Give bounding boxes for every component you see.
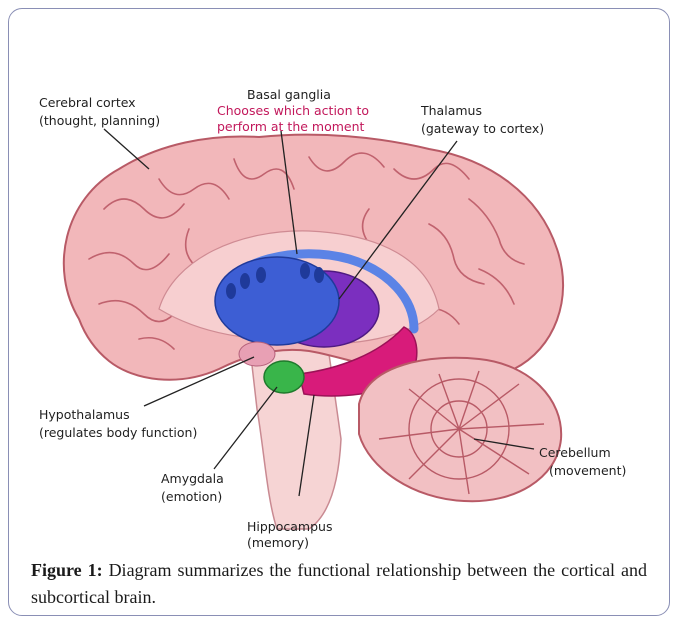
label-hypothalamus: Hypothalamus [39, 407, 130, 423]
figure-caption: Figure 1: Diagram summarizes the functio… [31, 557, 647, 611]
label-amygdala: Amygdala [161, 471, 224, 487]
label-basal-ganglia: Basal ganglia [247, 87, 331, 103]
label-hippocampus-desc: (memory) [247, 535, 309, 551]
label-hypothalamus-desc: (regulates body function) [39, 425, 197, 441]
label-amygdala-desc: (emotion) [161, 489, 222, 505]
label-basal-ganglia-desc-1: Chooses which action to [217, 103, 369, 119]
label-cerebral-cortex-desc: (thought, planning) [39, 113, 160, 129]
amygdala-shape [264, 361, 304, 393]
figure-frame: Cerebral cortex (thought, planning) Basa… [8, 8, 670, 616]
label-hippocampus: Hippocampus [247, 519, 332, 535]
label-basal-ganglia-desc-2: perform at the moment [217, 119, 364, 135]
label-thalamus-desc: (gateway to cortex) [421, 121, 544, 137]
figure-caption-label: Figure 1: [31, 560, 103, 580]
label-cerebellum-desc: (movement) [549, 463, 626, 479]
label-cerebellum: Cerebellum [539, 445, 611, 461]
label-cerebral-cortex: Cerebral cortex [39, 95, 136, 111]
label-thalamus: Thalamus [421, 103, 482, 119]
hypothalamus-shape [239, 342, 275, 366]
figure-caption-text: Diagram summarizes the functional relati… [31, 560, 647, 607]
